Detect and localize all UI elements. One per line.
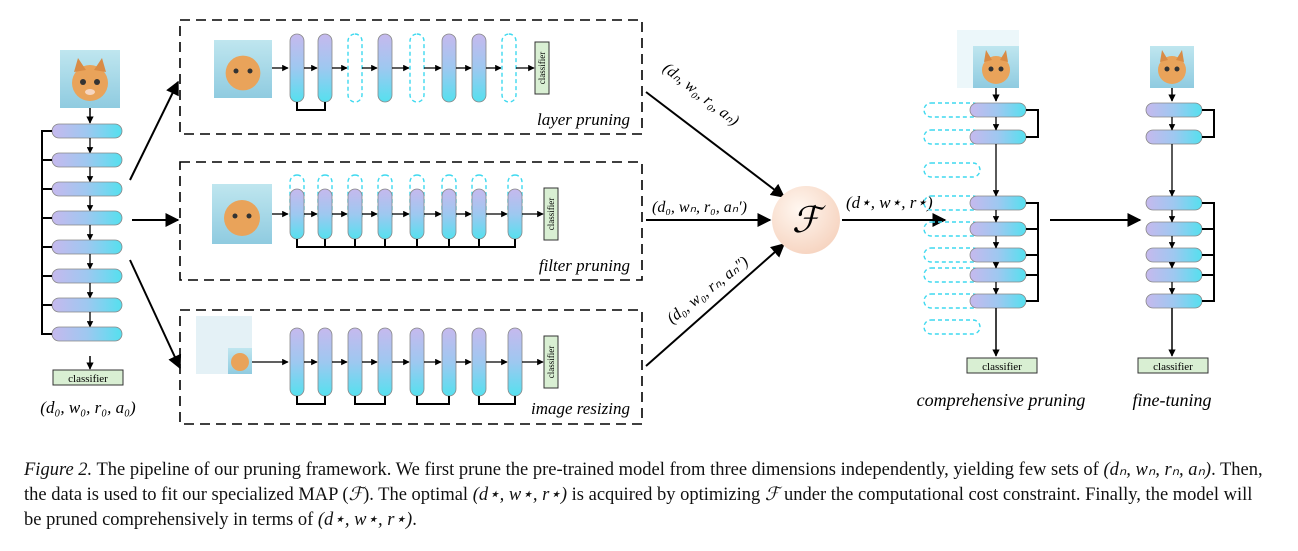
classifier-box [543,335,559,389]
block [377,327,393,397]
block [507,327,523,397]
block [1145,102,1203,118]
panel-image-resizing [179,309,643,425]
base-network: classifier (d₀, w₀, r₀, a₀) [40,50,136,417]
caption-text-1: The pipeline of our pruning framework. W… [92,460,1104,480]
caption-label: Figure 2. [24,460,93,480]
classifier-box [1137,357,1209,374]
block [409,188,425,240]
block [969,293,1027,309]
caption-text-3: ). The optimal [363,485,473,505]
fine-tuning-label: fine-tuning [1133,390,1212,410]
arrow-to-image [129,259,182,370]
edge-label-layer: (dₙ, w₀, r₀, aₙ) [660,60,743,130]
block [471,33,487,103]
arrow-image-to-map [645,243,786,367]
arrow-to-layer [129,80,179,181]
caption-text-2: . Then, the data is used to fit our spec… [24,460,1263,505]
block [1145,293,1203,309]
optimal-tuple: (d⋆, w⋆, r⋆) [846,193,933,212]
block [969,267,1027,283]
block [51,239,123,255]
block [969,102,1027,118]
block [1145,221,1203,237]
classifier-label: classifier [982,361,1022,373]
classifier-box [52,369,124,386]
figure-caption: Figure 2. The pipeline of our pruning fr… [24,458,1274,533]
comprehensive-pruning-label: comprehensive pruning [917,390,1086,410]
block [1145,247,1203,263]
block [471,327,487,397]
block [289,33,305,103]
classifier-label: classifier [537,52,547,84]
block [409,327,425,397]
block [289,188,305,240]
classifier-label: classifier [68,373,108,385]
image-resizing-label: image resizing [531,399,630,418]
caption-text-6: . [412,510,417,530]
block [1145,267,1203,283]
caption-map-symbol: ℱ [348,485,364,505]
classifier-box [543,187,559,241]
block [507,188,523,240]
block [441,33,457,103]
block [51,326,123,342]
block [51,123,123,139]
finetuned-network: classifier fine-tuning [1133,46,1215,410]
classifier-box [534,41,550,95]
block [317,188,333,240]
block [969,195,1027,211]
block [51,297,123,313]
caption-tuple-n: (dₙ, wₙ, rₙ, aₙ) [1103,460,1212,480]
block [317,327,333,397]
block [969,221,1027,237]
block [1145,195,1203,211]
block [317,33,333,103]
block [377,33,393,103]
arrow-layer-to-map [645,91,786,198]
block [347,33,363,103]
input-tuple: (d₀, w₀, r₀, a₀) [40,398,136,417]
caption-map-symbol-2: ℱ [764,485,780,505]
cat-image-comprehensive [957,30,1019,88]
block [51,268,123,284]
edge-label-filter: (d₀, wₙ, r₀, aₙ′) [652,199,747,216]
panel-layer-pruning [179,19,643,135]
block [501,33,517,103]
block [1145,129,1203,145]
comprehensive-network: classifier comprehensive pruning [917,30,1086,410]
panel-filter-pruning [179,161,643,281]
block [969,129,1027,145]
block [347,327,363,397]
classifier-label: classifier [1153,361,1193,373]
block [471,188,487,240]
block [51,152,123,168]
block [347,188,363,240]
cat-image-input [60,50,120,108]
classifier-box [966,357,1038,374]
block [377,188,393,240]
edge-label-image: (d₀, w₀, rₙ, aₙ″) [664,253,752,327]
block [441,188,457,240]
map-node [772,186,840,254]
caption-text-5: under the computational cost constraint.… [24,485,1253,530]
block [289,327,305,397]
pipeline-figure: classifier (d₀, w₀, r₀, a₀) layer prunin… [40,19,1215,425]
filter-pruning-label: filter pruning [539,256,630,275]
block [51,210,123,226]
layer-pruning-label: layer pruning [537,110,630,129]
cat-image-finetune [1150,46,1194,88]
classifier-label: classifier [546,346,556,378]
block [51,181,123,197]
caption-tuple-star: (d⋆, w⋆, r⋆) [472,485,568,505]
caption-text-4: is acquired by optimizing [567,485,765,505]
classifier-label: classifier [546,198,556,230]
block [409,33,425,103]
caption-tuple-star-2: (d⋆, w⋆, r⋆) [317,510,413,530]
block [441,327,457,397]
block [969,247,1027,263]
